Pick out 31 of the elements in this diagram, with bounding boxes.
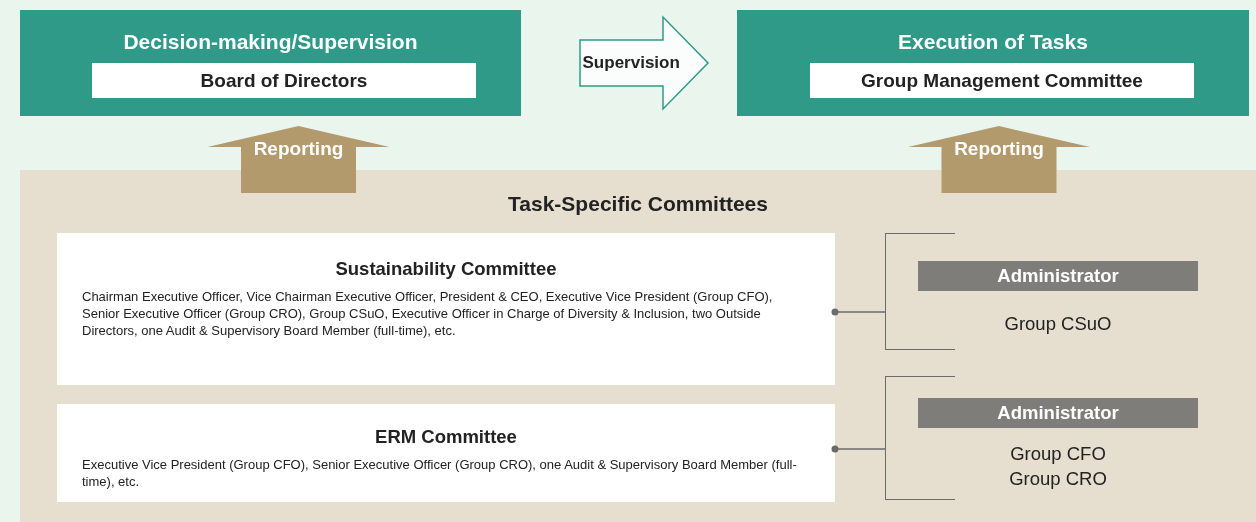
panel-heading: Execution of Tasks [897, 29, 1089, 54]
name-box [92, 63, 476, 98]
header-panel [20, 10, 521, 116]
header-panel [737, 10, 1249, 116]
connector-line [831, 308, 886, 316]
connector-line [831, 445, 886, 453]
committee-title: Sustainability Committee [334, 257, 558, 280]
role-header: Administrator [918, 398, 1198, 428]
administrator-group [885, 233, 1200, 350]
role-header: Administrator [918, 261, 1198, 291]
edge-label: Supervision [582, 53, 680, 73]
body-name: Group Management Committee [861, 69, 1143, 92]
role-name: Group CRO [1008, 467, 1108, 491]
block-arrow [207, 126, 390, 193]
committee-title: ERM Committee [374, 425, 518, 448]
body-name: Board of Directors [200, 69, 368, 92]
section-heading: Task-Specific Committees [507, 191, 769, 216]
panel-heading: Decision-making/Supervision [122, 29, 419, 54]
edge-label: Reporting [954, 138, 1044, 161]
block-arrow [579, 15, 710, 111]
edge-label: Reporting [253, 138, 344, 161]
member-list: Chairman Executive Officer, Vice Chairman Executive Officer, President & CEO, Executive Vice President (Group CFO), Senior Executive Officer (Group CRO), Group CSuO, Executive Officer in Charge of Diversity & Inclusion, two Outside Directors, one Audit & Supervisory Board Member (full-time), etc. [82, 288, 811, 339]
member-list: Executive Vice President (Group CFO), Senior Executive Officer (Group CRO), one Audit & Supervisory Board Member (full-time), etc. [82, 456, 811, 490]
committee-box [57, 404, 835, 502]
block-arrow [908, 126, 1090, 193]
committees-panel [20, 170, 1256, 522]
administrator-group [885, 376, 1200, 500]
name-box [810, 63, 1194, 98]
committee-box [57, 233, 835, 385]
role-name: Group CFO [1009, 442, 1107, 466]
role-name: Group CSuO [1003, 312, 1113, 336]
